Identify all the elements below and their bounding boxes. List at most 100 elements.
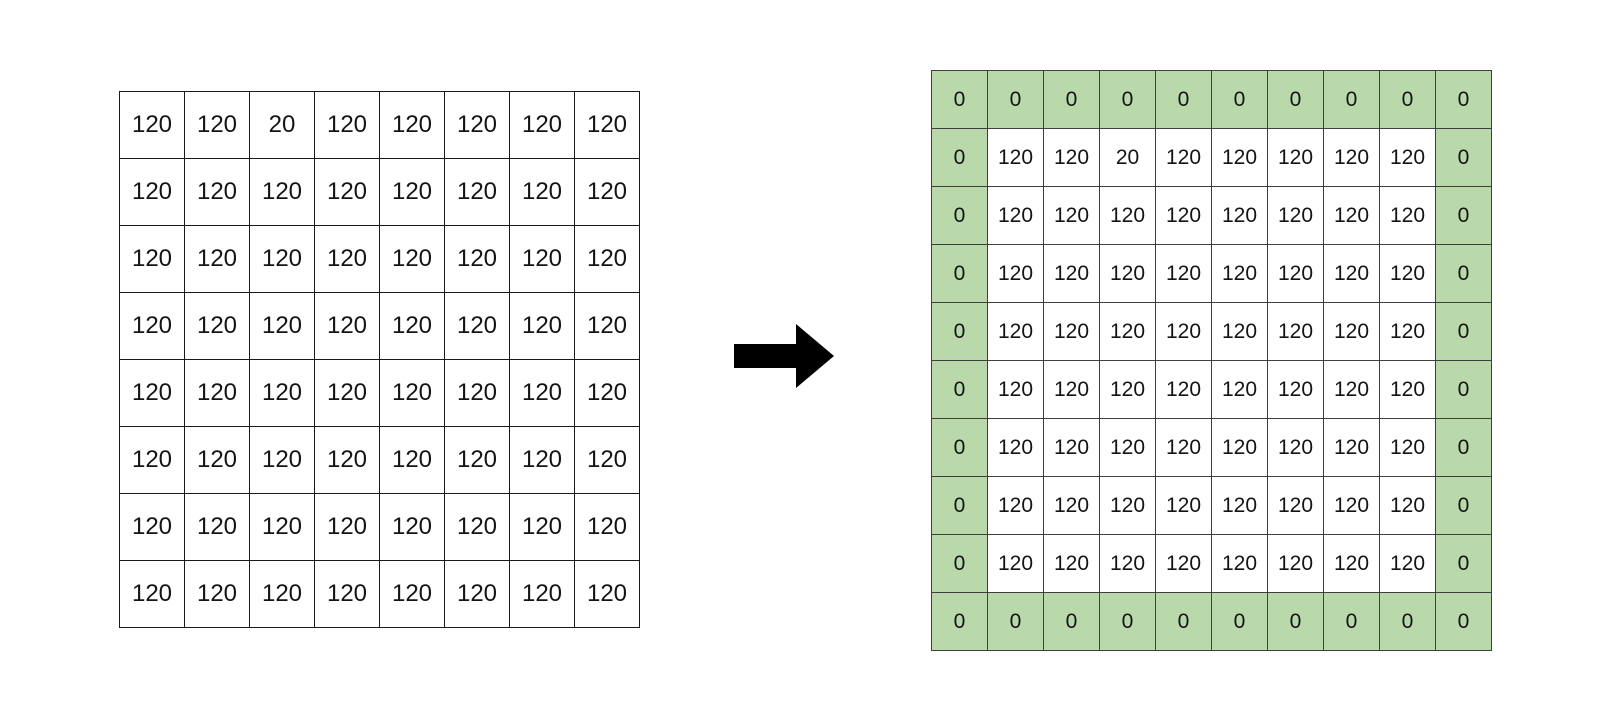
- matrix-cell: 120: [1267, 186, 1324, 245]
- matrix-cell: 120: [1211, 534, 1268, 593]
- matrix-cell: 120: [1043, 302, 1100, 361]
- matrix-cell: 120: [574, 91, 640, 159]
- matrix-cell-padding: 0: [1435, 244, 1492, 303]
- matrix-cell: 120: [1323, 418, 1380, 477]
- matrix-cell: 120: [249, 359, 315, 427]
- matrix-cell: 120: [1379, 302, 1436, 361]
- matrix-cell: 120: [1323, 244, 1380, 303]
- matrix-cell: 120: [1267, 534, 1324, 593]
- matrix-cell: 120: [509, 426, 575, 494]
- matrix-cell: 120: [1211, 418, 1268, 477]
- matrix-cell: 120: [1323, 128, 1380, 187]
- matrix-cell: 120: [1379, 186, 1436, 245]
- matrix-cell: 120: [509, 91, 575, 159]
- matrix-cell: 120: [184, 225, 250, 293]
- matrix-cell: 120: [1043, 244, 1100, 303]
- matrix-cell: 120: [184, 91, 250, 159]
- matrix-cell: 120: [1211, 186, 1268, 245]
- matrix-cell: 120: [1099, 360, 1156, 419]
- matrix-cell: 120: [1211, 244, 1268, 303]
- matrix-cell: 120: [1379, 128, 1436, 187]
- matrix-cell: 120: [1099, 418, 1156, 477]
- matrix-cell: 120: [509, 158, 575, 226]
- matrix-cell: 120: [379, 91, 445, 159]
- matrix-cell: 120: [509, 560, 575, 628]
- matrix-cell: 120: [184, 560, 250, 628]
- matrix-cell-padding: 0: [1379, 70, 1436, 129]
- matrix-cell: 120: [1267, 476, 1324, 535]
- matrix-cell-padding: 0: [1267, 70, 1324, 129]
- matrix-cell: 120: [1099, 186, 1156, 245]
- matrix-cell-padding: 0: [1435, 418, 1492, 477]
- matrix-cell: 120: [249, 560, 315, 628]
- matrix-cell: 120: [509, 359, 575, 427]
- matrix-cell: 120: [249, 225, 315, 293]
- matrix-cell-padding: 0: [1379, 592, 1436, 651]
- matrix-cell-padding: 0: [1267, 592, 1324, 651]
- matrix-cell: 120: [444, 225, 510, 293]
- matrix-cell: 120: [1211, 302, 1268, 361]
- matrix-cell-padding: 0: [931, 534, 988, 593]
- matrix-cell: 120: [574, 158, 640, 226]
- matrix-cell: 120: [184, 426, 250, 494]
- matrix-cell: 120: [119, 426, 185, 494]
- matrix-cell-padding: 0: [1435, 476, 1492, 535]
- matrix-cell: 120: [1379, 360, 1436, 419]
- matrix-cell-padding: 0: [1211, 70, 1268, 129]
- matrix-cell: 120: [509, 493, 575, 561]
- matrix-cell-padding: 0: [931, 302, 988, 361]
- matrix-cell: 120: [1267, 418, 1324, 477]
- matrix-cell: 120: [1043, 128, 1100, 187]
- matrix-cell: 120: [987, 186, 1044, 245]
- matrix-cell-padding: 0: [1155, 70, 1212, 129]
- matrix-cell-padding: 0: [1155, 592, 1212, 651]
- matrix-cell: 120: [1323, 534, 1380, 593]
- matrix-cell-padding: 0: [1435, 534, 1492, 593]
- matrix-cell: 120: [1379, 244, 1436, 303]
- matrix-cell: 120: [1155, 302, 1212, 361]
- matrix-cell: 120: [1155, 360, 1212, 419]
- matrix-cell: 120: [1323, 360, 1380, 419]
- matrix-cell-padding: 0: [931, 128, 988, 187]
- matrix-cell: 120: [119, 158, 185, 226]
- matrix-cell: 120: [1323, 186, 1380, 245]
- matrix-cell: 120: [1267, 360, 1324, 419]
- matrix-cell-padding: 0: [1099, 70, 1156, 129]
- matrix-cell: 120: [1155, 244, 1212, 303]
- matrix-cell: 120: [1043, 418, 1100, 477]
- matrix-cell-padding: 0: [1099, 592, 1156, 651]
- matrix-cell: 120: [1155, 534, 1212, 593]
- matrix-cell: 120: [444, 426, 510, 494]
- matrix-cell: 120: [379, 560, 445, 628]
- matrix-cell: 120: [249, 292, 315, 360]
- matrix-cell-padding: 0: [1323, 592, 1380, 651]
- matrix-cell: 120: [379, 493, 445, 561]
- matrix-cell: 120: [1043, 534, 1100, 593]
- matrix-cell: 120: [1155, 186, 1212, 245]
- matrix-cell: 120: [314, 91, 380, 159]
- matrix-cell: 120: [1099, 302, 1156, 361]
- matrix-cell: 120: [1267, 128, 1324, 187]
- matrix-cell: 120: [1211, 128, 1268, 187]
- matrix-cell-padding: 0: [931, 476, 988, 535]
- matrix-cell: 120: [379, 359, 445, 427]
- matrix-cell: 120: [574, 292, 640, 360]
- matrix-cell: 120: [1379, 476, 1436, 535]
- matrix-cell: 120: [987, 244, 1044, 303]
- matrix-cell: 120: [249, 426, 315, 494]
- matrix-cell: 120: [1379, 418, 1436, 477]
- matrix-cell: 120: [1323, 302, 1380, 361]
- matrix-cell-padding: 0: [1435, 360, 1492, 419]
- matrix-cell: 120: [1043, 186, 1100, 245]
- matrix-cell: 120: [444, 91, 510, 159]
